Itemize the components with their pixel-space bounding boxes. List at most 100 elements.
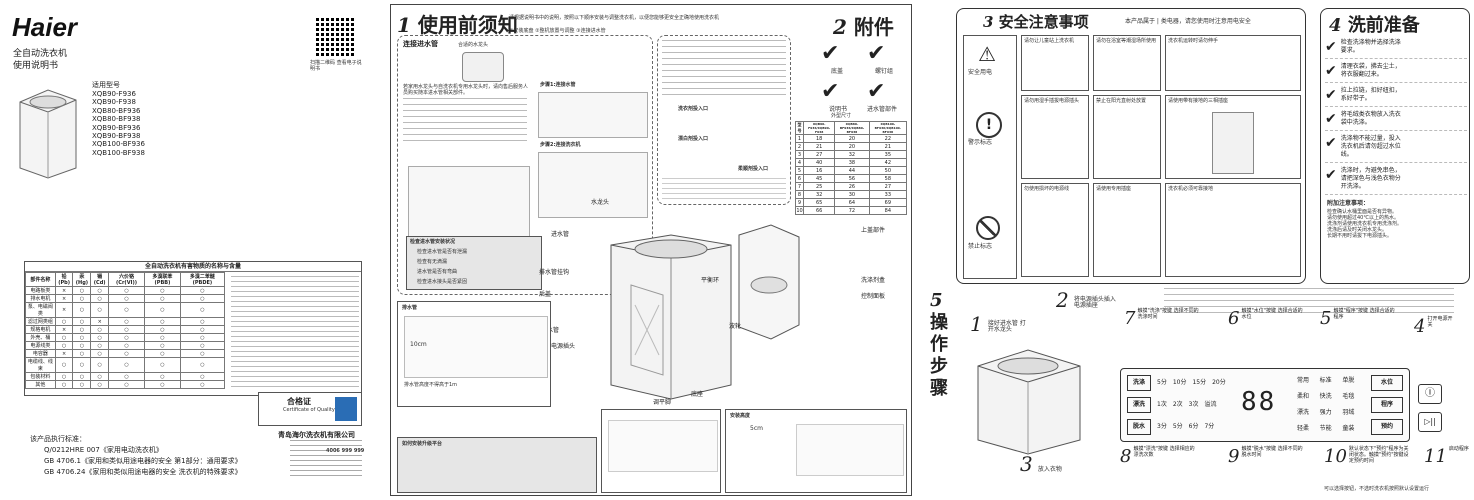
wash-time-option: 10分	[1172, 379, 1187, 386]
applicable-label: 适用型号	[92, 81, 120, 89]
hazard-header: 多溴二苯醚(PBDE)	[179, 272, 226, 287]
hazard-cell: 电容器	[25, 349, 56, 358]
hazard-cell: ○	[179, 317, 226, 326]
rinse-count-option: 溢流	[1204, 401, 1217, 408]
spin-time-option: 6分	[1188, 423, 1199, 430]
program-button[interactable]: 程序	[1371, 397, 1403, 413]
dimension-header: XQB100-BF936/XQB100-BF938	[868, 121, 908, 135]
step-number: 2	[1056, 288, 1069, 312]
dimension-cell: 5	[794, 166, 805, 175]
program-option: 节能	[1319, 425, 1332, 432]
step-1: 1 接好进水管 打开水龙头	[970, 312, 1028, 336]
hazard-row: 电路板类×○○○○○	[25, 286, 226, 295]
dimension-cell: 6	[794, 174, 805, 183]
hazard-cell: ○	[179, 286, 226, 295]
prep-note: 检查确认水桶里面是否有异物。	[1327, 209, 1398, 215]
standard-item: GB 4706.24《家用和类似用途电器的安全 洗衣机的特殊要求》	[44, 468, 242, 476]
section4-number: 4	[1329, 15, 1342, 36]
level-title: 安装高度	[730, 413, 751, 419]
hazard-cell: ○	[107, 317, 146, 326]
cover-panel: Haier 全自动洗衣机 使用说明书 扫描二维码 查看电子说明书 适用型号 XQ…	[0, 0, 378, 500]
step-text: 触摸"洗涤"按键 选择不同的洗涤时间	[1137, 308, 1199, 320]
dimension-header: XQB80-BF936/XQB80-BF938	[834, 121, 870, 135]
hazard-cell: 排水电机	[25, 294, 56, 303]
safety-note: 洗衣机运转时请勿伸手	[1165, 35, 1301, 91]
prep-item: ✔拉上拉链，扣好纽扣，系好带子。	[1325, 87, 1467, 107]
faucet-label: 合适的水龙头	[458, 42, 489, 48]
diagram-label: 控制面板	[861, 293, 886, 300]
prep-notes: 检查确认水桶里面是否有异物。 请勿使用超过40℃以上的热水。 洗涤剂请使用洗衣机…	[1327, 209, 1465, 239]
diagram-label: 底座	[691, 391, 704, 398]
section1-steps: ①安装底盘 ②整机放置与调整 ③连接进水管	[509, 28, 606, 34]
hazard-cell: ○	[144, 302, 181, 318]
section3-heading: 3 安全注意事项	[983, 11, 1089, 32]
hazard-header: 铅(Pb)	[54, 272, 74, 287]
hazard-cell: ○	[179, 333, 226, 342]
dimension-cell: 16	[803, 166, 836, 175]
safety-note-text: 请使用专用插座	[1096, 186, 1132, 192]
diagram-label: 洗涤剂盒	[861, 277, 886, 284]
hazard-cell: ○	[144, 357, 181, 373]
hazard-cell: 规格电机	[25, 325, 56, 334]
drain-box: 排水管 10cm 排水管高度不得高于1m	[397, 301, 551, 407]
hazard-cell: ○	[179, 357, 226, 373]
hazard-cell: ○	[54, 341, 74, 350]
model-item: XQB90-F936	[92, 90, 136, 98]
hazard-row: 外壳、桶○○○○○○	[25, 333, 226, 342]
power-button[interactable]: Ⓘ	[1418, 384, 1442, 404]
hazard-cell: ○	[72, 333, 92, 342]
check-item: 检查进水接头是否紧固	[417, 279, 468, 285]
washer-illustration	[14, 84, 80, 180]
level-value: 5cm	[750, 425, 763, 432]
program-option: 柔和	[1297, 393, 1310, 400]
section2-title: 附件	[853, 15, 894, 39]
section1-number: 1	[397, 13, 411, 37]
hazard-cell: 其他	[25, 380, 56, 389]
qr-code	[316, 16, 356, 56]
prep-note: 请勿使用超过40℃以上的热水。	[1327, 215, 1399, 221]
hazard-header: 部件名称	[25, 272, 56, 287]
wash-button[interactable]: 洗涤	[1127, 375, 1151, 391]
hazard-cell: ○	[179, 349, 226, 358]
dimension-cell: 35	[868, 150, 908, 159]
program-option: 单脱	[1342, 377, 1355, 384]
hazard-cell: ○	[54, 357, 74, 373]
check-icon: ✔	[1325, 111, 1337, 127]
prep-item-text: 清理衣袋，拂去尘土，将衣服翻过来。	[1340, 63, 1401, 78]
spin-button[interactable]: 脱水	[1127, 419, 1151, 435]
hazard-cell: ○	[107, 380, 146, 389]
section4-title: 洗前准备	[1347, 15, 1420, 36]
prep-item: ✔检查洗涤物并选择洗涤要求。	[1325, 39, 1467, 59]
certificate-title: 合格证	[287, 397, 311, 406]
part-label: 柔顺剂投入口	[738, 166, 769, 172]
diagram-label: 后盖	[539, 291, 552, 298]
detergent-notes	[662, 178, 786, 202]
hose-figure	[408, 166, 530, 248]
accessory-label: 底盖	[831, 68, 844, 75]
hazard-cell: ○	[179, 380, 226, 389]
model-item: XQB80-BF938	[92, 115, 141, 124]
dimension-table-title: 外型尺寸	[831, 113, 852, 119]
schedule-button[interactable]: 预约	[1371, 419, 1403, 435]
hazard-cell: ○	[107, 286, 146, 295]
dimension-cell: 69	[868, 198, 908, 207]
rinse-button[interactable]: 漂洗	[1127, 397, 1151, 413]
dimension-cell: 65	[803, 198, 836, 207]
hazard-cell: ○	[90, 349, 109, 358]
dimension-table: 型号 XQB90-F936/XQB90-F938 XQB80-BF936/XQB…	[794, 121, 908, 215]
program-option: 轻柔	[1297, 425, 1310, 432]
start-pause-button[interactable]: ▷||	[1418, 412, 1442, 432]
wash-time-option: 15分	[1192, 379, 1207, 386]
dimension-cell: 38	[834, 158, 870, 167]
program-option: 常用	[1297, 377, 1310, 384]
water-level-button[interactable]: 水位	[1371, 375, 1403, 391]
hazard-cell: ○	[72, 357, 92, 373]
dimension-cell: 1	[794, 134, 805, 143]
washer-top-illustration	[964, 336, 1094, 456]
dimension-cell: 27	[868, 182, 908, 191]
hazard-row: 电源线类○○○○○○	[25, 341, 226, 350]
